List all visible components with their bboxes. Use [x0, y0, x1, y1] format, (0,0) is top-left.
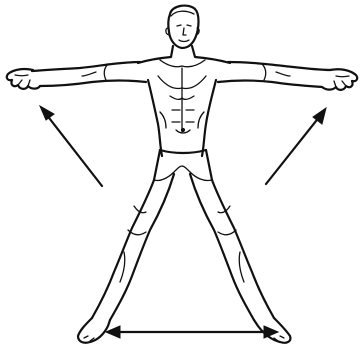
neck-and-shoulders	[138, 46, 230, 67]
head	[166, 6, 199, 48]
right-arm-up-arrow	[266, 108, 326, 184]
right-arm	[218, 62, 330, 87]
torso	[148, 68, 216, 156]
right-hand	[322, 69, 357, 90]
feet-apart-arrow	[106, 326, 278, 338]
left-leg	[92, 174, 174, 320]
right-leg	[190, 174, 274, 320]
left-arm-up-arrow	[40, 106, 102, 186]
left-arm	[32, 62, 146, 86]
left-foot	[78, 318, 110, 343]
left-hand	[7, 69, 40, 89]
